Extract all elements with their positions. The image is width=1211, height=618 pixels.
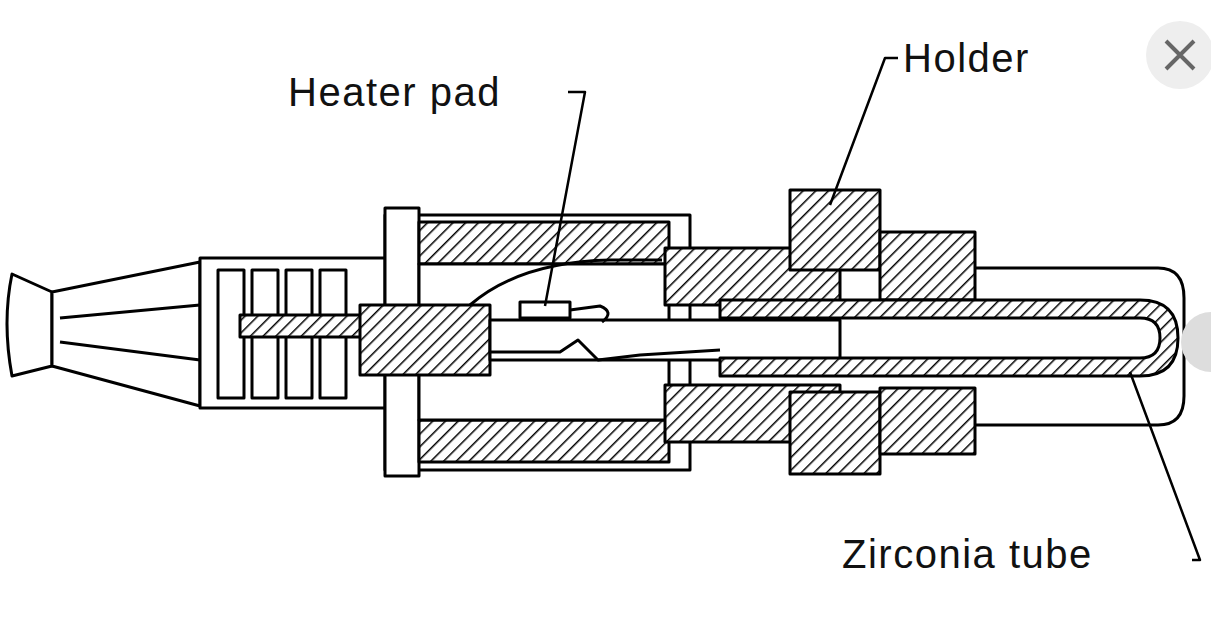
lead-wire xyxy=(570,306,608,322)
leader-line xyxy=(1130,372,1200,560)
thread xyxy=(880,388,975,454)
leader-line xyxy=(830,58,898,205)
lead-wire xyxy=(490,340,720,360)
close-button xyxy=(1146,21,1211,89)
cover xyxy=(975,268,1184,425)
lead-wire xyxy=(470,260,662,305)
close-icon xyxy=(1166,41,1194,69)
part-label: Heater pad xyxy=(288,72,501,112)
part-label: Holder xyxy=(903,38,1030,78)
taper xyxy=(52,262,200,406)
wire xyxy=(60,305,200,318)
leader-line xyxy=(545,92,585,306)
part-label: Zirconia tube xyxy=(842,534,1093,574)
thread xyxy=(880,232,975,300)
holder xyxy=(790,190,880,270)
bore xyxy=(490,320,840,360)
zirconia-tube xyxy=(720,300,1178,376)
cable xyxy=(7,274,52,376)
insulator xyxy=(360,305,490,375)
holder xyxy=(790,392,880,474)
sleeve xyxy=(419,222,669,264)
wire xyxy=(60,342,200,360)
sleeve xyxy=(419,420,669,462)
next-button xyxy=(1181,312,1211,372)
